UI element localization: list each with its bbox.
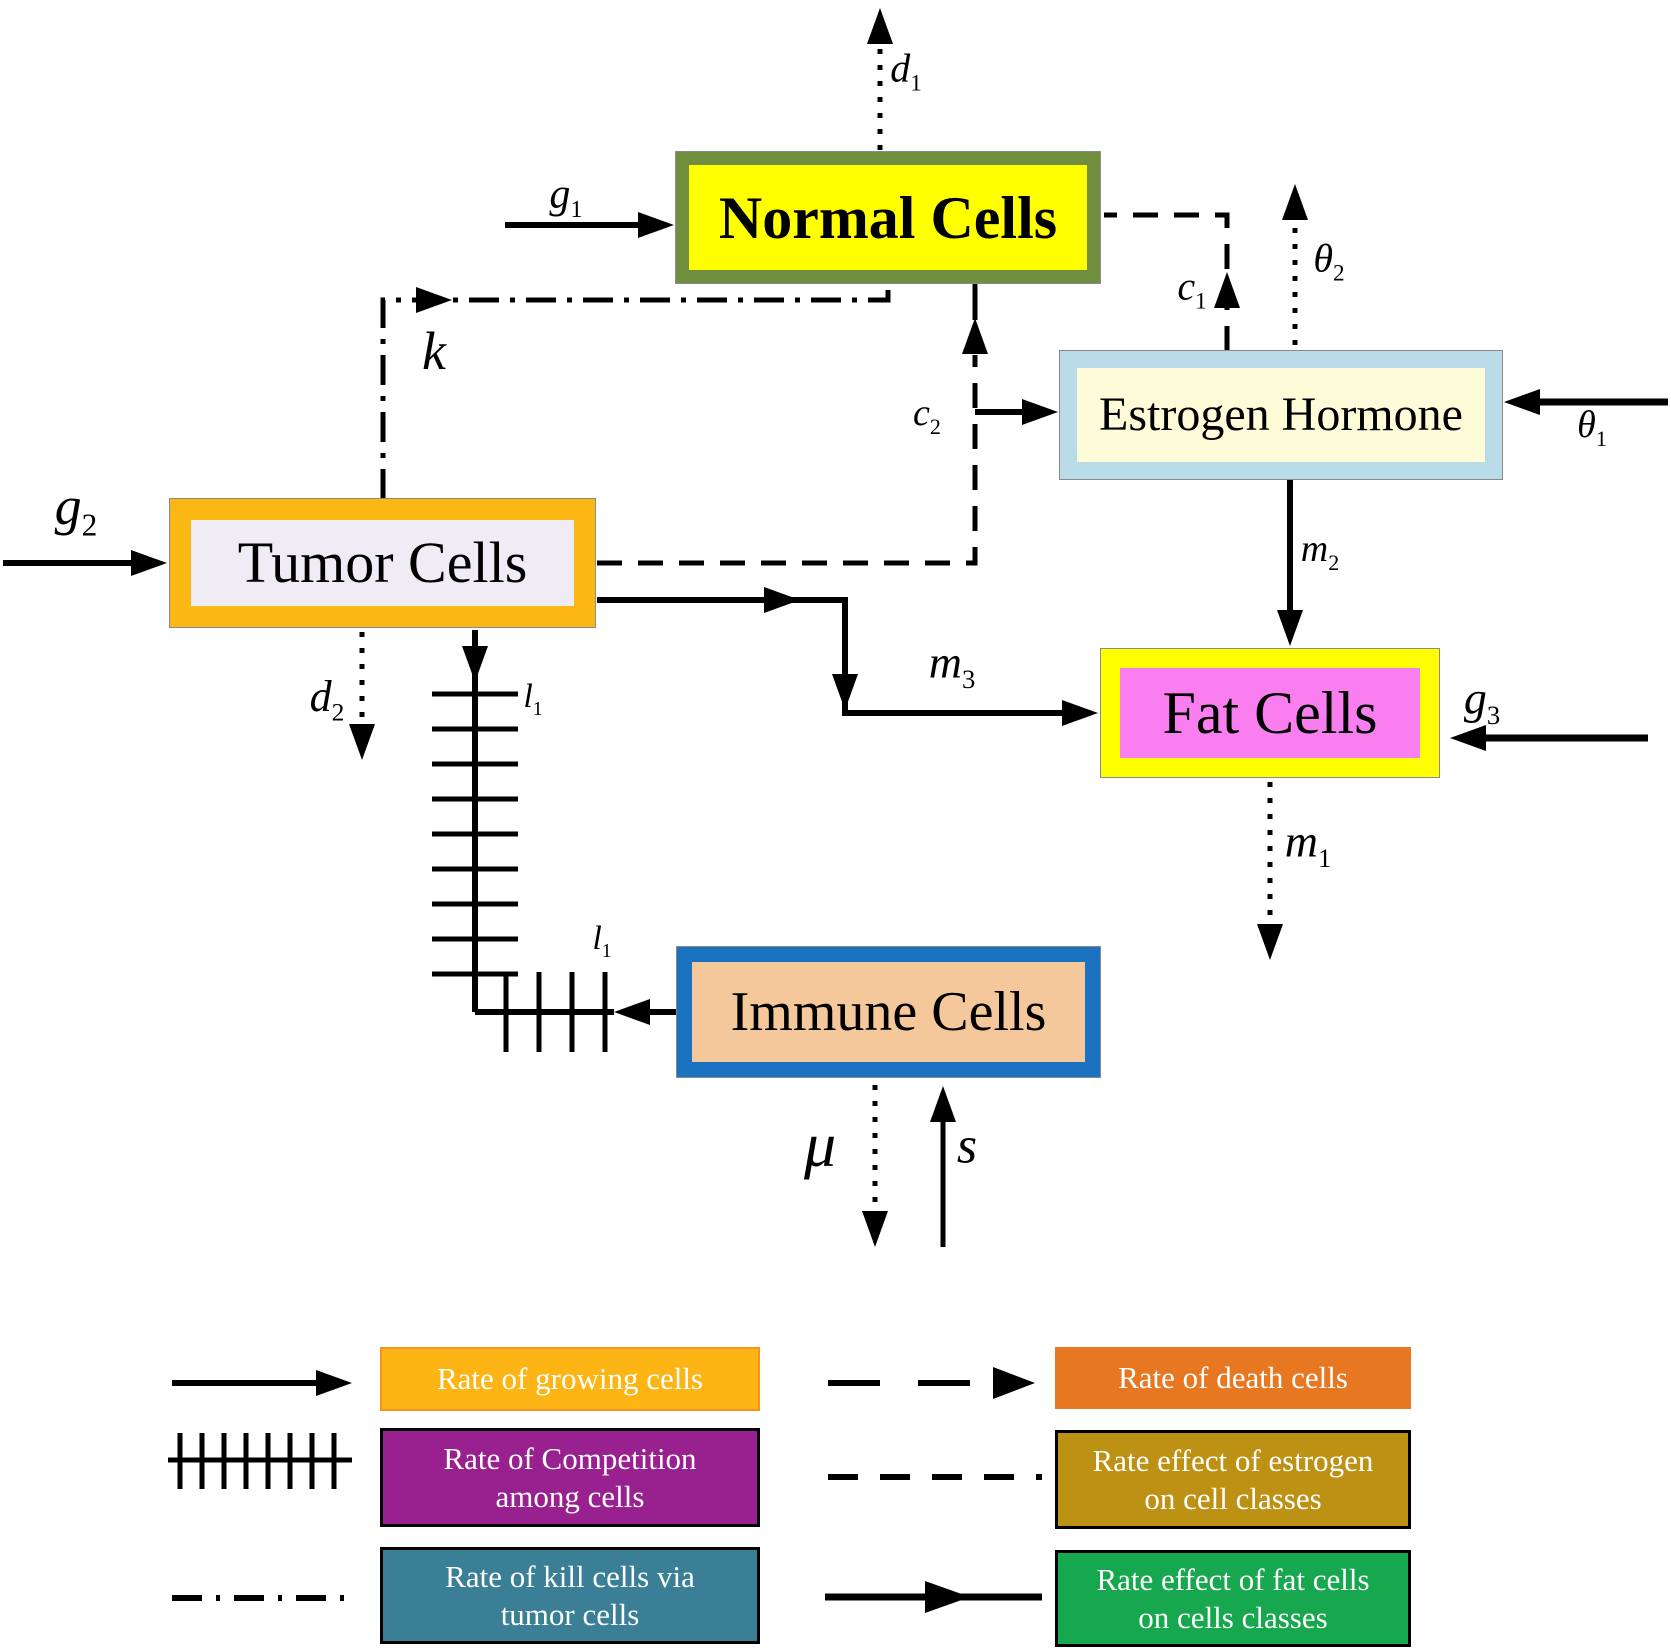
rate-label-m2: m2 bbox=[1300, 528, 1340, 575]
legend-box-growing-cells: Rate of growing cells bbox=[380, 1347, 760, 1411]
rate-label-theta1: θ1 bbox=[1577, 404, 1607, 451]
legend-symbol-hatched-line bbox=[168, 1433, 352, 1489]
rate-label-d1: d1 bbox=[890, 45, 922, 97]
node-estrogen-hormone-label: Estrogen Hormone bbox=[1099, 388, 1463, 441]
node-fat-cells-label: Fat Cells bbox=[1162, 680, 1378, 746]
arrow-m2 bbox=[1277, 479, 1303, 646]
node-immune-cells: Immune Cells bbox=[676, 946, 1101, 1078]
arrow-c1-estrogen-effect bbox=[1104, 212, 1240, 351]
node-immune-cells-label: Immune Cells bbox=[730, 981, 1047, 1043]
node-estrogen-hormone-fill: Estrogen Hormone bbox=[1077, 368, 1485, 462]
arrow-c2-estrogen-effect bbox=[597, 283, 1058, 566]
rate-label-g1: g1 bbox=[549, 171, 583, 224]
node-tumor-cells-label: Tumor Cells bbox=[237, 530, 528, 595]
legend-symbol-dashed-arrow bbox=[828, 1367, 1035, 1399]
arrow-d1-death bbox=[867, 8, 893, 150]
arrow-k-kill-path bbox=[380, 284, 891, 499]
node-tumor-cells: Tumor Cells bbox=[169, 498, 596, 628]
legend-symbol-solid-arrow-mid bbox=[825, 1581, 1042, 1613]
rate-label-k: k bbox=[422, 320, 446, 381]
rate-label-m3: m3 bbox=[928, 636, 976, 694]
arrow-g2-growth bbox=[3, 550, 167, 576]
arrow-theta2-death bbox=[1282, 184, 1308, 345]
arrow-theta1-growth bbox=[1504, 389, 1668, 415]
legend-box-death-cells: Rate of death cells bbox=[1055, 1347, 1411, 1409]
arrow-mu-death bbox=[862, 1085, 888, 1247]
rate-label-mu: μ bbox=[803, 1109, 837, 1181]
arrow-m3-fat-effect bbox=[597, 587, 1098, 726]
rate-label-l1-immune: l1 bbox=[592, 920, 612, 963]
rate-label-g3: g3 bbox=[1463, 672, 1501, 730]
rate-label-c1: c1 bbox=[1177, 263, 1207, 315]
arrow-g1-growth bbox=[505, 212, 674, 238]
arrow-immune-to-tumor bbox=[614, 999, 677, 1025]
rate-label-m1: m1 bbox=[1284, 815, 1332, 873]
node-normal-cells-label: Normal Cells bbox=[718, 184, 1058, 251]
arrow-g3-growth bbox=[1450, 725, 1648, 751]
node-estrogen-hormone: Estrogen Hormone bbox=[1059, 350, 1503, 480]
arrow-d2-death bbox=[349, 632, 375, 760]
competition-hatched-path bbox=[432, 630, 614, 1052]
arrow-s-growth bbox=[930, 1086, 956, 1247]
node-fat-cells: Fat Cells bbox=[1100, 648, 1440, 778]
rate-label-s: s bbox=[956, 1117, 978, 1175]
legend-symbol-solid-arrow bbox=[172, 1370, 352, 1396]
rate-label-l1-tumor: l1 bbox=[523, 678, 543, 721]
node-normal-cells: Normal Cells bbox=[675, 151, 1101, 284]
rate-label-theta2: θ2 bbox=[1313, 235, 1345, 287]
rate-label-d2: d2 bbox=[309, 671, 345, 727]
arrow-m1-death bbox=[1257, 782, 1283, 960]
node-immune-cells-fill: Immune Cells bbox=[692, 962, 1085, 1062]
node-normal-cells-fill: Normal Cells bbox=[689, 165, 1087, 270]
node-fat-cells-fill: Fat Cells bbox=[1120, 668, 1420, 758]
rate-label-g2: g2 bbox=[54, 475, 98, 543]
rate-label-c2: c2 bbox=[913, 392, 941, 439]
node-tumor-cells-fill: Tumor Cells bbox=[191, 520, 574, 606]
